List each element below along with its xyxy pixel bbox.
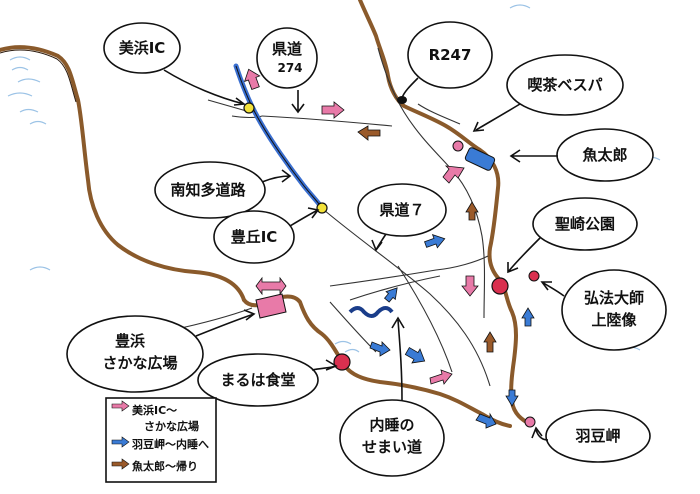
label-toyohama-2: さかな広場 (102, 354, 177, 372)
label-r247: R247 (429, 46, 472, 64)
label-kendo-7: 県道７ (379, 201, 424, 219)
route-arrow-pink (461, 275, 479, 297)
label-uotaro: 魚太郎 (582, 146, 627, 164)
legend-line-4: 魚太郎～帰り (132, 459, 198, 473)
route-arrow-brown (465, 201, 479, 221)
legend-arrow-pink (111, 400, 130, 412)
route-arrow-pink (255, 276, 287, 296)
expressway (233, 63, 328, 214)
callout-kobo-statue[interactable]: 弘法大師 上陸像 (540, 269, 667, 351)
uotaro-building (464, 147, 496, 171)
interchange-dot-toyooka (316, 202, 328, 214)
route-arrow-pink (321, 101, 345, 119)
label-kobo-1: 弘法大師 (584, 289, 644, 307)
shozaki-spot (491, 277, 509, 295)
route-arrow-brown (357, 125, 381, 141)
label-utsumi-1: 内睡の (369, 416, 414, 434)
label-mihama-ic: 美浜IC (119, 39, 166, 57)
route-arrow-blue (505, 389, 519, 407)
utsumi-coast-road (348, 306, 394, 318)
label-minamichita: 南知多道路 (170, 181, 246, 199)
kissa-spot (452, 140, 464, 152)
interchange-dot-mihama (243, 102, 255, 114)
route-arrow-blue (475, 412, 497, 429)
label-maruha: まるは食堂 (220, 371, 295, 389)
label-hazu: 羽豆岬 (575, 427, 620, 445)
label-kobo-2: 上陸像 (591, 311, 637, 329)
maruha-spot (333, 353, 351, 371)
label-toyooka-ic: 豊丘IC (231, 228, 278, 246)
route-arrow-blue (404, 346, 426, 364)
callout-shozaki-park[interactable]: 聖崎公園 (507, 197, 638, 274)
label-shozaki: 聖崎公園 (555, 215, 615, 233)
callout-kendo-274[interactable]: 県道 274 (256, 27, 318, 114)
callout-utsumi-narrow-road[interactable]: 内睡の せまい道 (339, 316, 445, 477)
route-arrow-blue (383, 287, 398, 303)
route-arrow-brown (483, 331, 497, 353)
route-legend: 美浜IC～ さかな広場 羽豆岬～内睡へ 魚太郎～帰り (105, 397, 217, 483)
label-kendo-274-num: 274 (277, 61, 302, 75)
r247-marker (397, 96, 407, 104)
callout-kissa-vespa[interactable]: 喫茶ベスパ (472, 54, 624, 132)
label-kissa-vespa: 喫茶ベスパ (527, 76, 602, 94)
route-arrow-pink (442, 165, 465, 184)
legend-line-1: 美浜IC～ (132, 403, 177, 417)
callout-toyohama-sakana[interactable]: 豊浜 さかな広場 (66, 309, 256, 393)
hazu-spot (524, 416, 536, 428)
route-arrow-blue (424, 233, 446, 249)
label-toyohama-1: 豊浜 (115, 332, 145, 350)
callout-maruha-shokudo[interactable]: まるは食堂 (197, 353, 338, 407)
kobo-statue-spot (528, 270, 540, 282)
callout-r247[interactable]: R247 (401, 21, 493, 99)
callout-uotaro[interactable]: 魚太郎 (509, 128, 654, 182)
legend-line-2: さかな広場 (144, 419, 199, 433)
legend-arrow-brown (111, 458, 130, 470)
sakana-hiroba-building (255, 293, 287, 319)
callout-toyooka-ic[interactable]: 豊丘IC (213, 207, 320, 264)
label-utsumi-2: せまい道 (362, 438, 422, 456)
callout-mihama-ic[interactable]: 美浜IC (103, 22, 247, 106)
route-arrow-blue (369, 341, 391, 357)
spots (255, 96, 540, 428)
callout-kendo-7[interactable]: 県道７ (357, 183, 447, 252)
route-arrow-pink (429, 369, 453, 385)
route-arrows (243, 68, 535, 429)
route-arrow-blue (521, 307, 535, 327)
callout-minamichita-road[interactable]: 南知多道路 (154, 161, 292, 219)
label-kendo-274: 県道 (272, 40, 302, 58)
legend-line-3: 羽豆岬～内睡へ (132, 437, 209, 451)
callout-hazu-misaki[interactable]: 羽豆岬 (531, 409, 651, 463)
legend-arrow-blue (111, 436, 130, 448)
route-arrow-pink (243, 68, 261, 90)
